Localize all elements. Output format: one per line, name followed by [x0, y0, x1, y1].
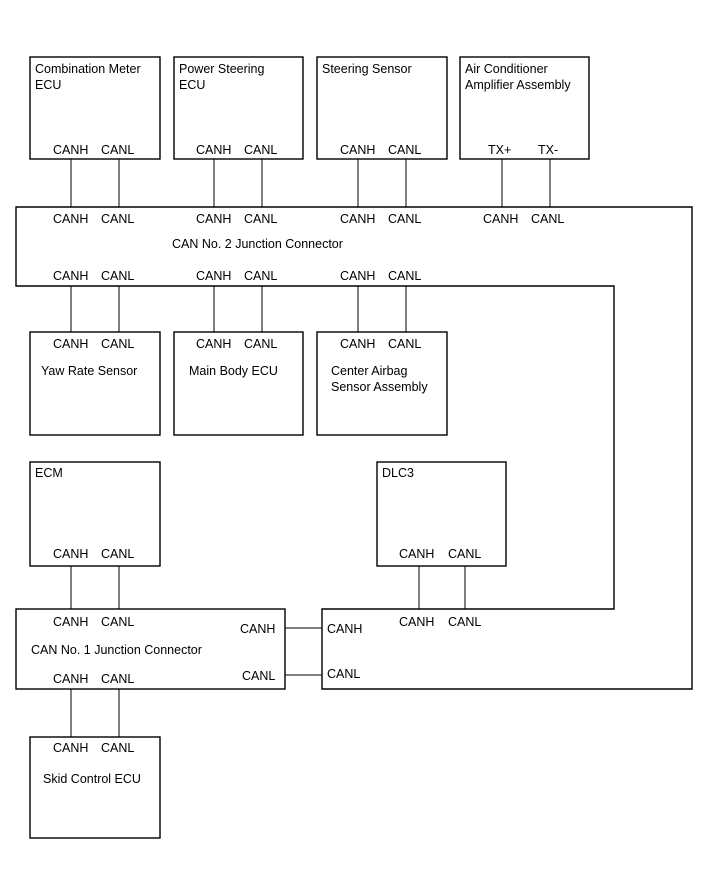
j2-bottom-pin-canh-2: CANH — [196, 269, 231, 283]
j2-bottom-pin-canl-2: CANL — [244, 269, 277, 283]
center-airbag-sensor-pin-canh: CANH — [340, 337, 375, 351]
power-steering-ecu-label-1: Power Steering — [179, 62, 265, 76]
center-airbag-sensor-pin-canl: CANL — [388, 337, 421, 351]
j2-top-pin-canl-4: CANL — [531, 212, 564, 226]
ecm-label: ECM — [35, 466, 63, 480]
j1-top-pin-canh: CANH — [53, 615, 88, 629]
dlc3-box — [376, 461, 507, 567]
can-wires — [70, 159, 551, 737]
steering-sensor-pin-canh: CANH — [340, 143, 375, 157]
skid-control-ecu-pin-canh: CANH — [53, 741, 88, 755]
combination-meter-ecu-pin-canh: CANH — [53, 143, 88, 157]
can-no2-junction-connector: CAN No. 2 Junction Connector CANH CANL C… — [15, 206, 693, 690]
skid-control-ecu-label: Skid Control ECU — [43, 772, 141, 786]
combination-meter-ecu-label-1: Combination Meter — [35, 62, 141, 76]
combination-meter-ecu: Combination Meter ECU CANH CANL — [29, 56, 161, 160]
ecm: ECM CANH CANL — [29, 461, 161, 567]
j2-dlc-pin-canh: CANH — [399, 615, 434, 629]
ecm-pin-canl: CANL — [101, 547, 134, 561]
yaw-rate-sensor-pin-canh: CANH — [53, 337, 88, 351]
yaw-rate-sensor: CANH CANL Yaw Rate Sensor — [29, 331, 161, 436]
j1-right-pin-canl: CANL — [242, 669, 275, 683]
j2-bottom-pin-canh-1: CANH — [53, 269, 88, 283]
steering-sensor: Steering Sensor CANH CANL — [316, 56, 448, 160]
power-steering-ecu-label-2: ECU — [179, 78, 205, 92]
dlc3-pin-canl: CANL — [448, 547, 481, 561]
j2-top-pin-canh-1: CANH — [53, 212, 88, 226]
j2-top-pin-canh-2: CANH — [196, 212, 231, 226]
j2-bottom-pin-canh-3: CANH — [340, 269, 375, 283]
steering-sensor-pin-canl: CANL — [388, 143, 421, 157]
skid-control-ecu-box — [29, 736, 161, 839]
yaw-rate-sensor-box — [29, 331, 161, 436]
j2-dlc-pin-canl: CANL — [448, 615, 481, 629]
air-conditioner-amplifier-label-1: Air Conditioner — [465, 62, 548, 76]
j2-bottom-pin-canl-1: CANL — [101, 269, 134, 283]
air-conditioner-amplifier-pin-tx-minus: TX- — [538, 143, 558, 157]
dlc3-pin-canh: CANH — [399, 547, 434, 561]
j1-bottom-pin-canh: CANH — [53, 672, 88, 686]
steering-sensor-box — [316, 56, 448, 160]
j2-top-pin-canl-2: CANL — [244, 212, 277, 226]
j2-top-pin-canh-4: CANH — [483, 212, 518, 226]
can-no2-junction-outline — [15, 206, 693, 690]
j2-bottom-pin-canl-3: CANL — [388, 269, 421, 283]
can-no1-junction-connector: CANH CANL CAN No. 1 Junction Connector C… — [15, 608, 286, 690]
power-steering-ecu-pin-canl: CANL — [244, 143, 277, 157]
center-airbag-sensor-label-2: Sensor Assembly — [331, 380, 428, 394]
power-steering-ecu-pin-canh: CANH — [196, 143, 231, 157]
center-airbag-sensor-assembly: CANH CANL Center Airbag Sensor Assembly — [316, 331, 448, 436]
center-airbag-sensor-box — [316, 331, 448, 436]
j1-bottom-pin-canl: CANL — [101, 672, 134, 686]
j2-top-pin-canh-3: CANH — [340, 212, 375, 226]
air-conditioner-amplifier-label-2: Amplifier Assembly — [465, 78, 571, 92]
power-steering-ecu: Power Steering ECU CANH CANL — [173, 56, 304, 160]
air-conditioner-amplifier-box — [459, 56, 590, 160]
main-body-ecu: CANH CANL Main Body ECU — [173, 331, 304, 436]
can-no2-junction-title: CAN No. 2 Junction Connector — [172, 237, 343, 251]
main-body-ecu-pin-canh: CANH — [196, 337, 231, 351]
j2-top-pin-canl-1: CANL — [101, 212, 134, 226]
center-airbag-sensor-label-1: Center Airbag — [331, 364, 407, 378]
j2-right-pin-canh: CANH — [327, 622, 362, 636]
j1-top-pin-canl: CANL — [101, 615, 134, 629]
skid-control-ecu-pin-canl: CANL — [101, 741, 134, 755]
power-steering-ecu-box — [173, 56, 304, 160]
main-body-ecu-pin-canl: CANL — [244, 337, 277, 351]
yaw-rate-sensor-pin-canl: CANL — [101, 337, 134, 351]
combination-meter-ecu-label-2: ECU — [35, 78, 61, 92]
main-body-ecu-box — [173, 331, 304, 436]
j2-top-pin-canl-3: CANL — [388, 212, 421, 226]
j1-right-pin-canh: CANH — [240, 622, 275, 636]
combination-meter-ecu-box — [29, 56, 161, 160]
dlc3-label: DLC3 — [382, 466, 414, 480]
yaw-rate-sensor-label: Yaw Rate Sensor — [41, 364, 137, 378]
steering-sensor-label: Steering Sensor — [322, 62, 412, 76]
dlc3: DLC3 CANH CANL — [376, 461, 507, 567]
ecm-box — [29, 461, 161, 567]
can-no1-junction-title: CAN No. 1 Junction Connector — [31, 643, 202, 657]
j2-right-pin-canl: CANL — [327, 667, 360, 681]
skid-control-ecu: CANH CANL Skid Control ECU — [29, 736, 161, 839]
air-conditioner-amplifier-pin-tx-plus: TX+ — [488, 143, 511, 157]
combination-meter-ecu-pin-canl: CANL — [101, 143, 134, 157]
can-no1-junction-box — [15, 608, 286, 690]
main-body-ecu-label: Main Body ECU — [189, 364, 278, 378]
air-conditioner-amplifier-assembly: Air Conditioner Amplifier Assembly TX+ T… — [459, 56, 590, 160]
ecm-pin-canh: CANH — [53, 547, 88, 561]
